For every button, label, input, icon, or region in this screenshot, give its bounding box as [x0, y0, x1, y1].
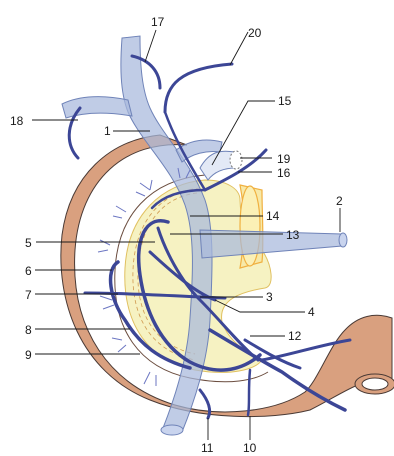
artery-20 [165, 64, 232, 112]
label-16: 16 [277, 166, 291, 180]
label-19: 19 [277, 152, 291, 166]
label-10: 10 [243, 441, 257, 455]
label-5: 5 [25, 236, 32, 250]
label-12: 12 [288, 329, 302, 343]
label-17: 17 [151, 15, 165, 29]
label-2: 2 [336, 194, 343, 208]
label-3: 3 [266, 290, 273, 304]
label-1: 1 [104, 124, 111, 138]
portal-vein-cut-end [161, 425, 183, 435]
label-20: 20 [248, 26, 262, 40]
artery-10 [248, 370, 250, 415]
label-14: 14 [266, 209, 280, 223]
splenic-vein-cut-end [339, 233, 347, 247]
label-8: 8 [25, 323, 32, 337]
label-7: 7 [25, 288, 32, 302]
label-18: 18 [10, 114, 24, 128]
jejunum-lumen-inner [362, 378, 388, 390]
label-15: 15 [278, 94, 292, 108]
label-11: 11 [201, 441, 214, 455]
portal-vein-left-branch [62, 97, 132, 118]
label-4: 4 [308, 305, 315, 319]
label-9: 9 [25, 348, 32, 362]
label-6: 6 [25, 264, 32, 278]
bile-duct-cut-end [230, 151, 242, 169]
label-13: 13 [286, 228, 300, 242]
